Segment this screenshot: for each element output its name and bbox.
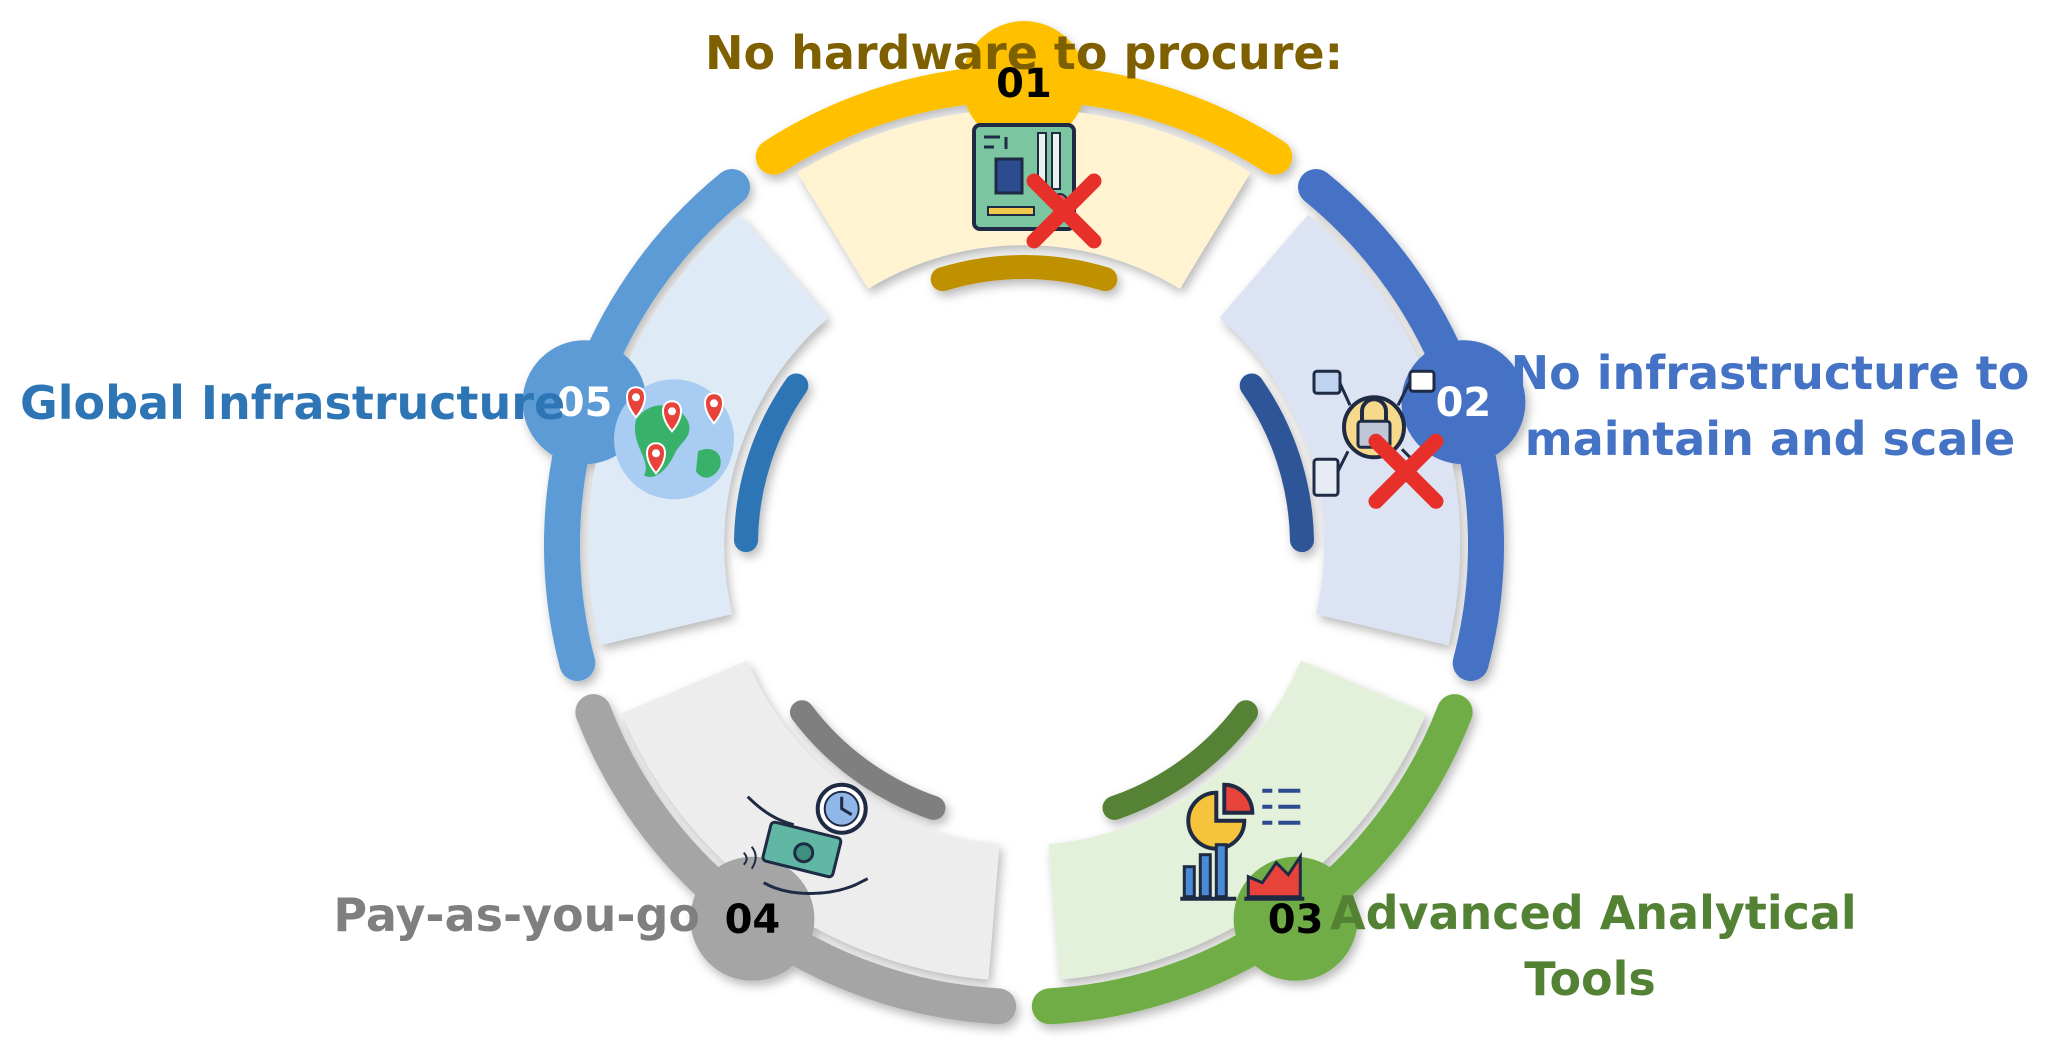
segment-02-fill: [1219, 214, 1460, 646]
caption-04-line: Pay-as-you-go: [333, 888, 700, 942]
caption-05-line: Global Infrastructure: [20, 376, 566, 430]
caption-04: Pay-as-you-go: [260, 882, 700, 948]
caption-02-line-2: maintain and scale: [1524, 412, 2016, 466]
caption-01: No hardware to procure:: [0, 20, 2048, 86]
caption-01-line: No hardware to procure:: [704, 26, 1344, 80]
globe-pins-icon: [614, 379, 734, 500]
segment-04-fill: [621, 660, 1000, 980]
badge-number-02: 02: [1436, 380, 1492, 426]
segment-04-inner-arc: [790, 700, 946, 820]
badge-number-05: 05: [557, 380, 613, 426]
segment-03-inner-arc: [1102, 700, 1258, 820]
badge-number-03: 03: [1268, 897, 1324, 943]
segment-02-inner-arc: [1239, 373, 1314, 553]
badge-number-04: 04: [725, 897, 781, 943]
caption-03: Advanced Analytical Tools: [1330, 880, 1857, 1012]
red-x-icon: [1026, 173, 1102, 249]
network-lock-crossed-icon: [1312, 369, 1444, 509]
caption-03-line-1: Advanced Analytical: [1330, 886, 1857, 940]
money-hand-clock-icon: [742, 782, 869, 895]
caption-02: No infrastructure to maintain and scale: [1510, 340, 2030, 472]
segment-01-inner-arc: [930, 254, 1118, 292]
segment-05-inner-arc: [734, 373, 809, 553]
badge-04: [690, 856, 815, 981]
caption-02-line-1: No infrastructure to: [1510, 346, 2030, 400]
red-x-icon: [1368, 433, 1444, 509]
segment-04: [575, 660, 1017, 1025]
circuit-board-crossed-icon: [972, 123, 1102, 249]
analytics-dashboard-icon: [1180, 782, 1305, 901]
caption-05: Global Infrastructure: [20, 370, 566, 436]
badge-01: [962, 21, 1086, 145]
badge-number-01: 01: [996, 61, 1052, 107]
caption-03-line-2: Tools: [1524, 952, 1656, 1006]
